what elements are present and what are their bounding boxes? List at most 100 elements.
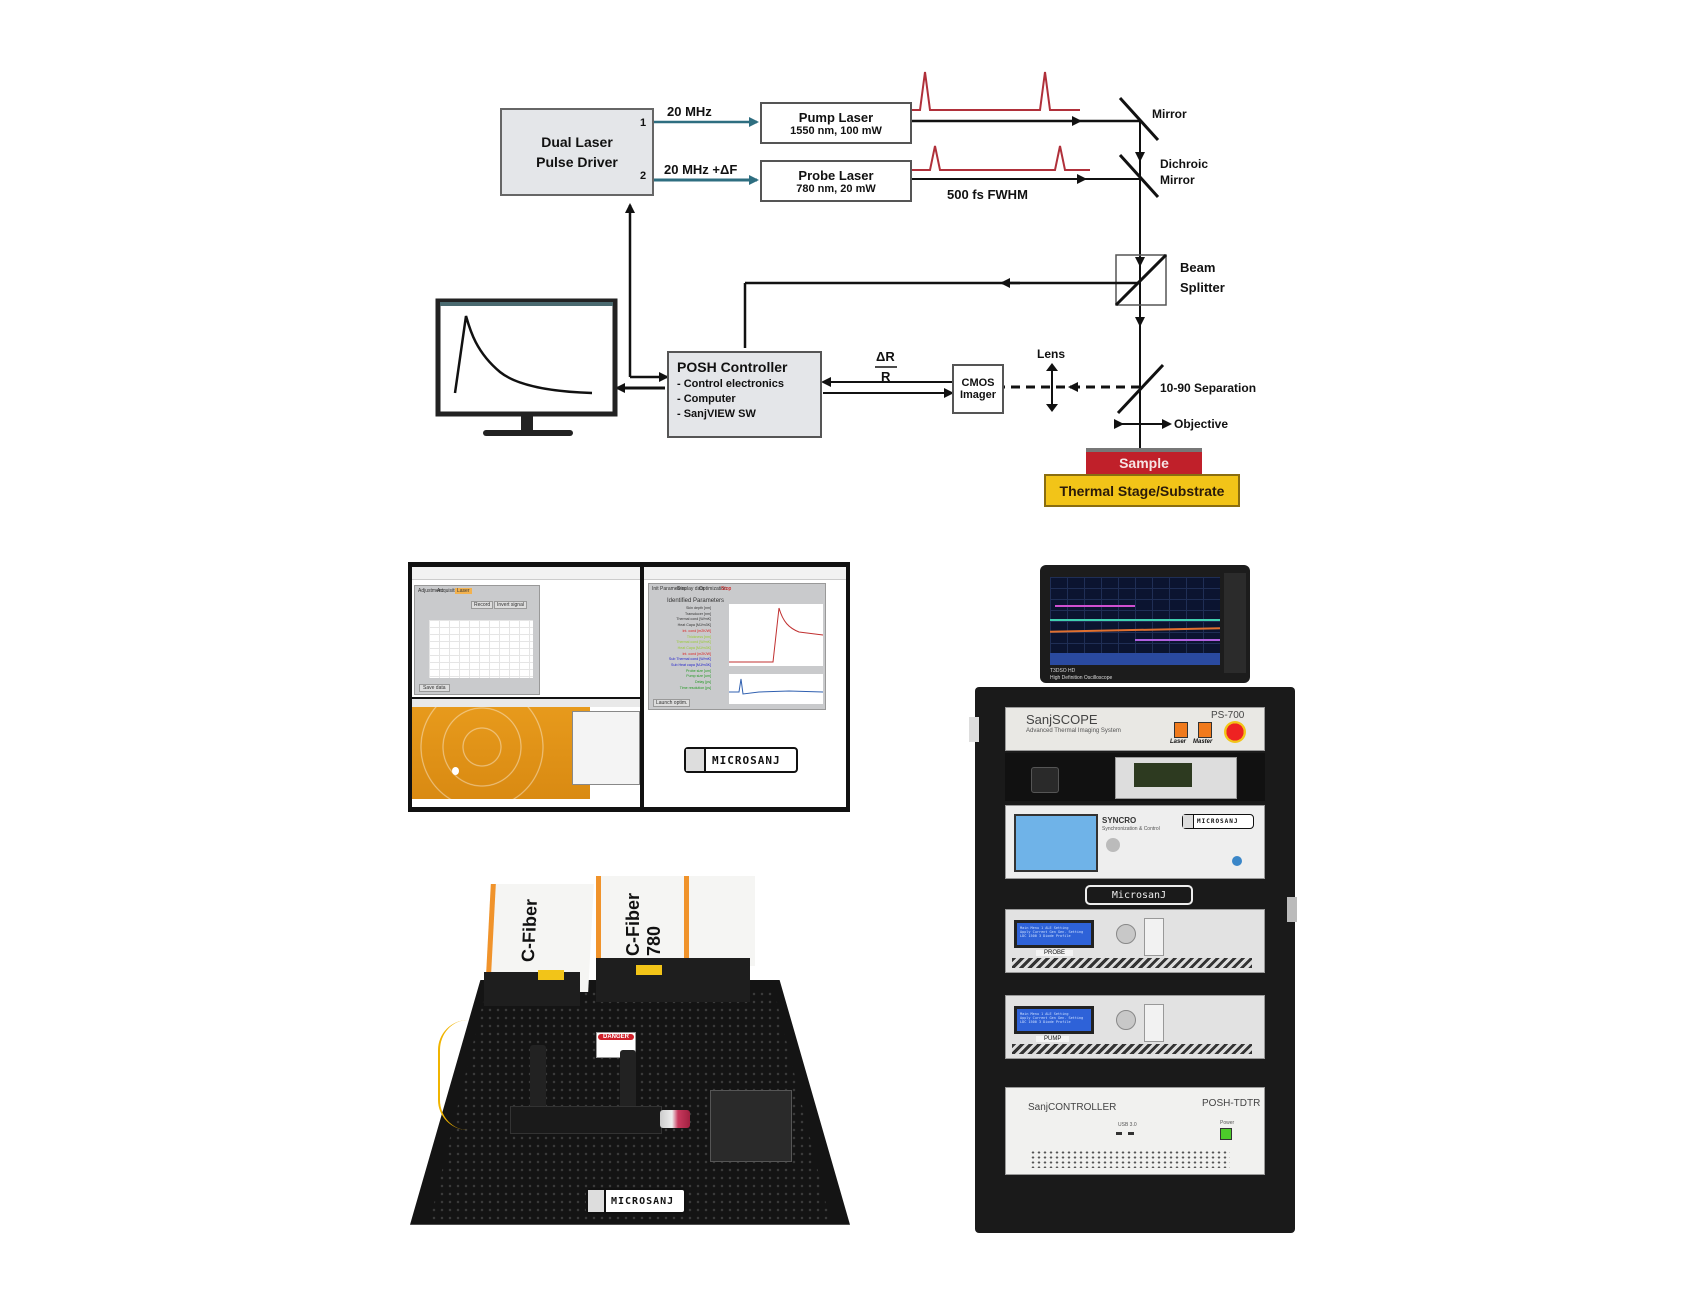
function-generator — [1115, 757, 1237, 799]
pump-driver-unit: Main Menu 1 ALE Setting Apply Current Ge… — [1005, 995, 1265, 1059]
microsanj-logo-software: MICROSANJ — [684, 747, 798, 773]
tab-adjustment[interactable]: Adjustment — [418, 588, 444, 594]
posh-tdtr-model: POSH-TDTR — [1202, 1098, 1261, 1109]
usb-port[interactable] — [1116, 1132, 1122, 1135]
separator-mirror — [1116, 363, 1165, 415]
ratio-denominator: R — [881, 369, 891, 384]
invert-signal-button[interactable]: Invert signal — [494, 601, 527, 609]
sample-label: Sample — [1119, 455, 1169, 471]
lens-arrow-bottom — [1046, 404, 1058, 412]
optimization-fit-plot — [729, 604, 823, 666]
pulse-width-label: 500 fs FWHM — [947, 187, 1028, 202]
probe-frequency-label: 20 MHz +ΔF — [664, 162, 738, 177]
laser-warning-sticker — [538, 970, 564, 980]
laser-label: C-Fiber 780 — [623, 893, 664, 956]
pump-laser-spec: 1550 nm, 100 mW — [790, 124, 882, 137]
parameter-label: Skin depth [nm] — [686, 606, 711, 610]
tab-display-data[interactable]: Display data — [677, 586, 705, 592]
tab-optimization[interactable]: Optimization — [699, 586, 727, 592]
usb-port[interactable] — [1128, 1132, 1134, 1135]
parameter-label: Delay [ps] — [695, 680, 711, 685]
lens-arrow-top — [1046, 363, 1058, 371]
joystick-controller[interactable] — [1031, 767, 1059, 793]
function-generator-screen — [1134, 763, 1192, 787]
c-fiber-laser-1-front — [484, 972, 580, 1006]
parameter-label: Sub Thermal cond [W/mK] — [668, 657, 711, 662]
microsanj-logo-text: MICROSANJ — [712, 753, 781, 767]
objective-lens — [660, 1110, 690, 1128]
power-label: Power — [1220, 1120, 1235, 1126]
pump-vent — [1012, 1044, 1252, 1054]
probe-driver-unit: Main Menu 1 ALE Setting Apply Current Ge… — [1005, 909, 1265, 973]
sanjcontroller-unit: SanjCONTROLLER POSH-TDTR USB 3.0 Power — [1005, 1087, 1265, 1175]
sanjcontroller-title: SanjCONTROLLER — [1028, 1102, 1117, 1113]
parameter-label: Heat Capa [MJ/m3K] — [677, 645, 711, 650]
microsanj-badge-icon — [686, 749, 706, 771]
monitor-decay-curve — [453, 315, 593, 395]
microsanj-nameplate: MicrosanJ — [1085, 885, 1193, 905]
lens-label: Lens — [1037, 347, 1066, 361]
camera-settings-dialog — [572, 711, 640, 785]
lcd-line: Main Menu 1 ALE Setting — [1020, 926, 1069, 930]
launch-optimization-button[interactable]: Launch optim. — [653, 699, 691, 707]
oscilloscope-screen — [1049, 577, 1221, 665]
parameter-label: Heat Capa [MJ/m3K] — [677, 623, 711, 628]
microsanj-badge-icon — [588, 1190, 606, 1212]
microsanj-logo-table: MICROSANJ — [586, 1188, 686, 1214]
tab-laser[interactable]: Laser — [455, 588, 472, 594]
sanjscope-unit: SanjSCOPE Advanced Thermal Imaging Syste… — [1005, 707, 1265, 751]
laser-front-panel — [596, 958, 750, 1002]
wires-layer — [435, 71, 1172, 448]
laser-warning-sticker — [636, 965, 662, 975]
record-button[interactable]: Record — [471, 601, 494, 609]
mirror-label: Mirror — [1152, 107, 1187, 121]
probe-laser-spec: 780 nm, 20 mW — [796, 182, 876, 195]
beam-splitter-label-line1: Beam — [1180, 260, 1216, 275]
posh-controller-box: POSH Controller - Control electronics - … — [667, 351, 822, 438]
driver-port-2: 2 — [640, 170, 647, 182]
microsanj-logo-text: MICROSANJ — [1197, 818, 1239, 825]
cmos-label-line2: Imager — [959, 389, 997, 401]
cmos-label-line1: CMOS — [961, 377, 995, 389]
emergency-stop-button[interactable] — [1224, 721, 1246, 743]
synchro-knob[interactable] — [1106, 838, 1120, 852]
oscilloscope-measurements — [1050, 653, 1220, 665]
synchro-title: SYNCRO — [1102, 816, 1137, 825]
stop-button[interactable]: Stop — [721, 586, 732, 592]
tab-acquisition[interactable]: Acquisition — [437, 588, 462, 594]
c-fiber-laser-3 — [684, 876, 755, 966]
microsanj-logo-text: MICROSANJ — [611, 1195, 675, 1207]
sample-block: Sample — [1086, 448, 1202, 474]
separation-label: 10-90 Separation — [1160, 381, 1257, 395]
laser-label: C-Fiber — [517, 899, 542, 962]
dichroic-label-line2: Mirror — [1160, 173, 1195, 187]
tab-init-parameters[interactable]: Init Parameters — [652, 586, 686, 592]
synchro-unit: SYNCRO Synchronization & Control MICROSA… — [1005, 805, 1265, 879]
lcd-line: LDC 1500 3 Diode Profile — [1020, 1020, 1071, 1024]
synchro-power-button[interactable] — [1232, 856, 1242, 866]
master-switch[interactable] — [1198, 722, 1212, 738]
driver-label-line2: Pulse Driver — [536, 154, 618, 170]
power-button[interactable] — [1220, 1128, 1232, 1140]
save-data-button[interactable]: Save data — [419, 684, 450, 692]
beam-splitter-diagonal — [1114, 253, 1168, 307]
controller-title: POSH Controller — [677, 359, 788, 375]
oscilloscope-controls — [1224, 573, 1246, 673]
synchro-subtitle: Synchronization & Control — [1102, 826, 1160, 832]
microsanj-logo-synchro: MICROSANJ — [1182, 814, 1254, 829]
synchro-touchscreen[interactable] — [1014, 814, 1098, 872]
pump-frequency-label: 20 MHz — [667, 104, 712, 119]
laser-switch[interactable] — [1174, 722, 1188, 738]
monitor-top-bar — [440, 302, 613, 306]
equipment-rack-photo: T3DSO HD High Definition Oscilloscope Sa… — [960, 560, 1310, 1240]
pump-lcd: Main Menu 1 ALE Setting Apply Current Ge… — [1014, 1006, 1094, 1034]
monitor-neck — [521, 414, 533, 430]
parameter-label: Transducer [nm] — [684, 611, 711, 616]
pump-knob[interactable] — [1116, 1010, 1136, 1030]
c-fiber-laser-2: C-Fiber 780 — [596, 876, 689, 966]
ratio-numerator: ΔR — [876, 349, 895, 364]
probe-knob[interactable] — [1116, 924, 1136, 944]
beam-splitter-cube — [1115, 254, 1167, 306]
parameter-label: Int. cond [m2K/W] — [682, 628, 711, 633]
optical-table-photo: C-Fiber C-Fiber 780 DANGER MICROSANJ — [410, 870, 850, 1240]
